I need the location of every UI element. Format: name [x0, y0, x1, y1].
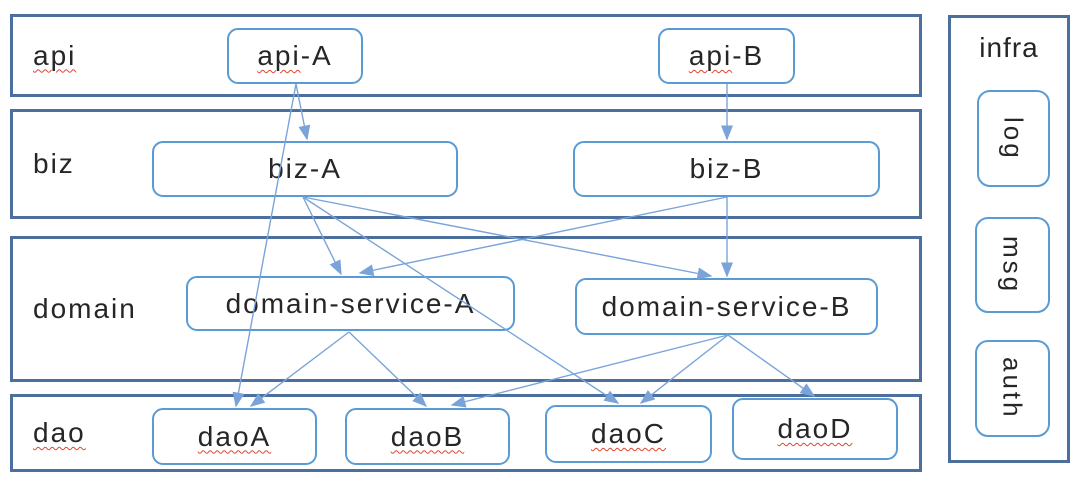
layer-biz-label: biz — [33, 148, 75, 179]
node-daoC[interactable]: daoC — [545, 405, 712, 463]
layer-domain-label: domain — [33, 293, 137, 324]
infra-box-msg-label: msg — [997, 235, 1028, 295]
node-daoB[interactable]: daoB — [345, 408, 510, 465]
node-daoB-label: daoB — [390, 420, 465, 452]
node-daoC-label: daoC — [591, 418, 666, 449]
node-domain-service-B[interactable]: domain-service-B — [575, 278, 878, 335]
infra-box-msg[interactable]: msg — [975, 217, 1050, 313]
node-daoD-label: daoD — [777, 413, 853, 444]
node-domain-service-A-label: domain-service-A — [225, 287, 476, 319]
node-domain-service-A[interactable]: domain-service-A — [186, 276, 515, 331]
node-biz-A-label: biz-A — [268, 153, 342, 184]
infra-sidebar-label: infra — [979, 32, 1039, 63]
infra-box-log-label: log — [998, 116, 1029, 161]
layer-api-label: api — [33, 39, 77, 71]
node-api-B[interactable]: api-B — [658, 28, 795, 84]
layer-dao-label: dao — [33, 417, 86, 448]
node-biz-B-label: biz-B — [689, 153, 764, 184]
infra-box-auth[interactable]: auth — [975, 340, 1050, 437]
node-api-A[interactable]: api-A — [227, 28, 363, 84]
node-daoA[interactable]: daoA — [152, 408, 317, 465]
node-domain-service-B-label: domain-service-B — [601, 290, 852, 322]
node-biz-A[interactable]: biz-A — [152, 141, 458, 197]
infra-box-auth-label: auth — [997, 357, 1028, 420]
infra-box-log[interactable]: log — [977, 90, 1050, 187]
node-api-B-label: api-B — [688, 40, 765, 71]
node-daoA-label: daoA — [197, 420, 272, 452]
node-daoD[interactable]: daoD — [732, 398, 898, 460]
node-api-A-label: api-A — [257, 40, 333, 71]
node-biz-B[interactable]: biz-B — [573, 141, 880, 197]
